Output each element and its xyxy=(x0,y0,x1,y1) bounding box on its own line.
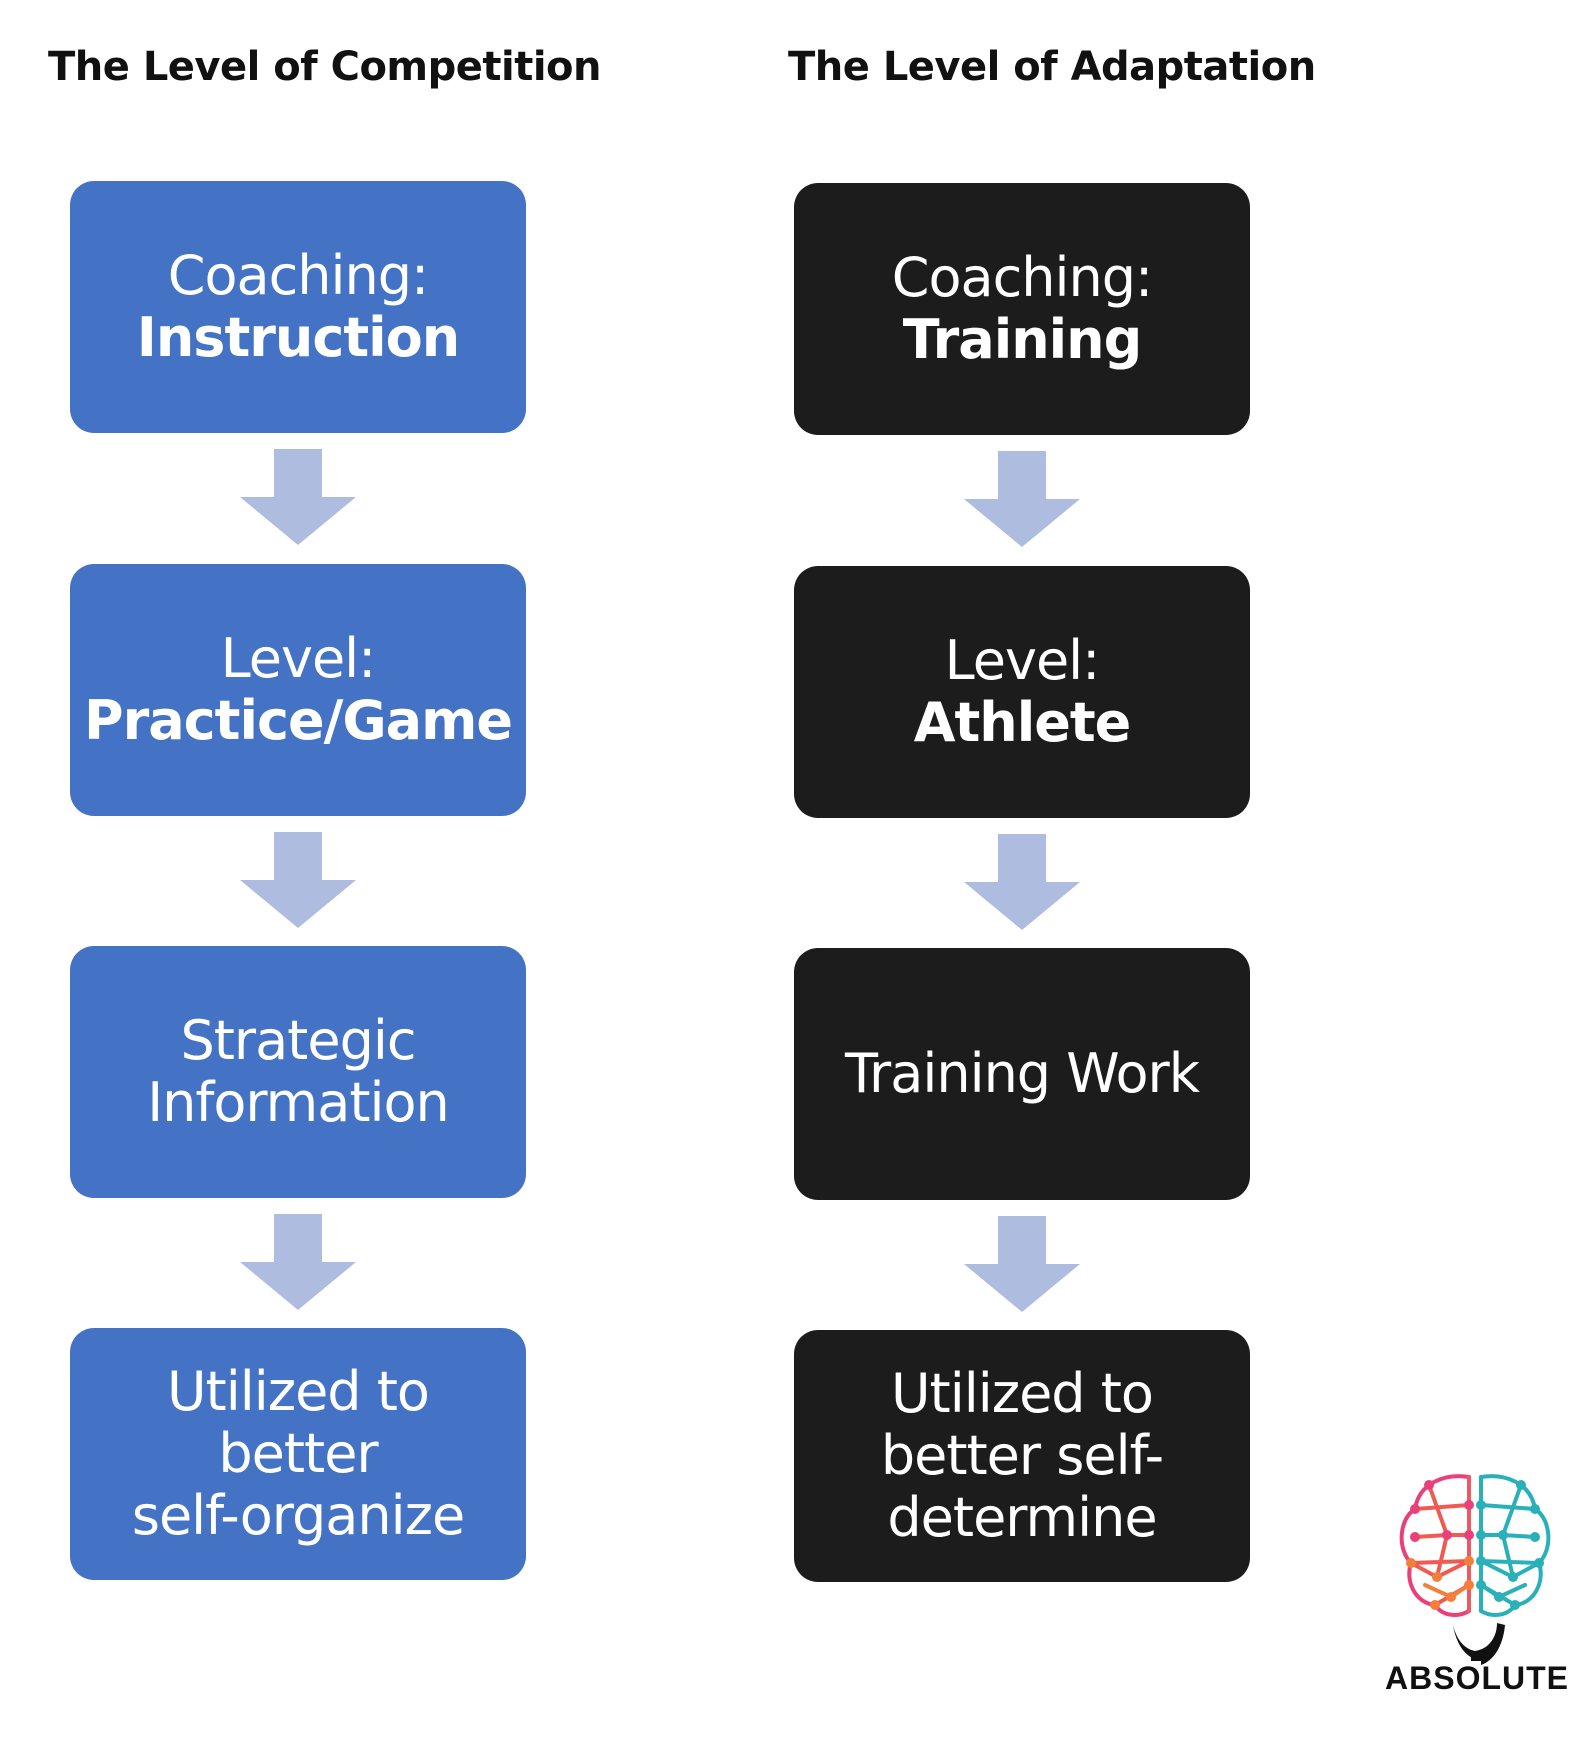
box-line-bold: Practice/Game xyxy=(84,689,513,752)
down-arrow-icon xyxy=(964,1216,1080,1312)
down-arrow-icon xyxy=(240,449,356,545)
right-box-training-work: Training Work xyxy=(794,948,1250,1200)
box-line: Coaching: xyxy=(167,244,429,307)
right-column-title: The Level of Adaptation xyxy=(788,44,1316,90)
box-line: self-organize xyxy=(131,1484,465,1547)
left-column-title: The Level of Competition xyxy=(48,44,601,90)
brain-network-icon xyxy=(1399,1474,1551,1665)
left-box-level: Level: Practice/Game xyxy=(70,564,526,816)
box-line-bold: Instruction xyxy=(136,306,460,369)
right-box-level: Level: Athlete xyxy=(794,566,1250,818)
box-line: Utilized to better xyxy=(167,1360,430,1485)
down-arrow-icon xyxy=(964,451,1080,547)
left-box-utilized: Utilized to better self-organize xyxy=(70,1328,526,1580)
box-line: Strategic xyxy=(180,1009,416,1072)
box-line: Information xyxy=(147,1071,450,1134)
left-box-coaching: Coaching: Instruction xyxy=(70,181,526,433)
box-line: Training Work xyxy=(845,1042,1200,1105)
box-line: determine xyxy=(887,1486,1157,1549)
right-box-coaching: Coaching: Training xyxy=(794,183,1250,435)
box-line-bold: Training xyxy=(902,308,1143,371)
down-arrow-icon xyxy=(240,1214,356,1310)
left-box-strategic: Strategic Information xyxy=(70,946,526,1198)
down-arrow-icon xyxy=(964,834,1080,930)
right-box-utilized: Utilized to better self- determine xyxy=(794,1330,1250,1582)
box-line: Coaching: xyxy=(891,246,1153,309)
down-arrow-icon xyxy=(240,832,356,928)
box-line: Level: xyxy=(944,629,1101,692)
box-line: better self- xyxy=(880,1424,1164,1487)
box-line: Level: xyxy=(220,627,377,690)
box-line-bold: Athlete xyxy=(913,691,1132,754)
logo-text: ABSOLUTE xyxy=(1385,1660,1569,1696)
box-line: Utilized to xyxy=(891,1362,1154,1425)
